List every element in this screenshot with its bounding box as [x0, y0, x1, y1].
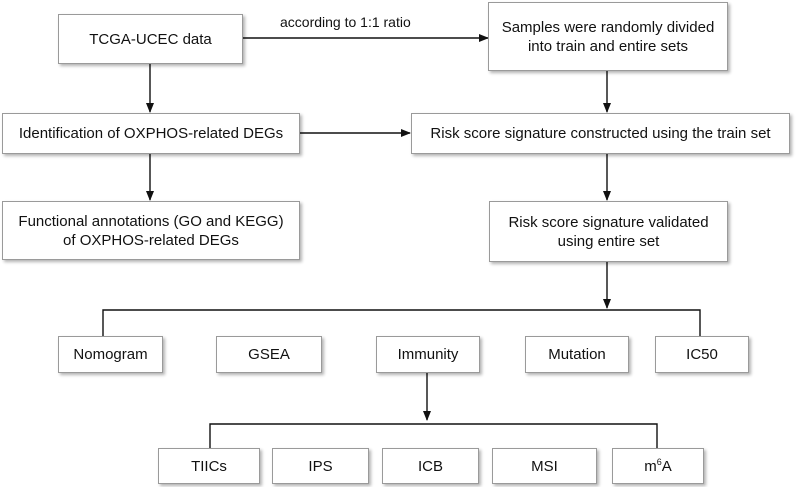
node-label: Nomogram: [73, 346, 148, 363]
node-msi: MSI: [492, 448, 597, 484]
node-label: GSEA: [248, 346, 290, 363]
node-identification-degs: Identification of OXPHOS-related DEGs: [2, 113, 300, 154]
node-label: m6A: [644, 457, 672, 476]
node-nomogram: Nomogram: [58, 336, 163, 373]
node-label: ICB: [417, 457, 443, 475]
m6a-prefix: m: [644, 457, 657, 475]
node-ic50: IC50: [655, 336, 749, 373]
edge-label-ratio: according to 1:1 ratio: [280, 14, 411, 30]
node-mutation: Mutation: [525, 336, 629, 373]
node-label: Immunity: [397, 346, 459, 363]
m6a-superscript: 6: [656, 456, 662, 467]
node-icb: ICB: [382, 448, 479, 484]
node-tiics: TIICs: [158, 448, 260, 484]
node-gsea: GSEA: [216, 336, 322, 373]
bracket-immunity-sub: [209, 423, 658, 448]
node-ips: IPS: [272, 448, 369, 484]
node-label: MSI: [531, 457, 558, 475]
node-label: Identification of OXPHOS-related DEGs: [18, 125, 284, 142]
bracket-analyses: [102, 309, 701, 336]
node-label: IC50: [686, 346, 718, 363]
node-label-line2: using entire set: [557, 232, 660, 250]
node-label: Mutation: [548, 346, 606, 363]
node-label-line2: of OXPHOS-related DEGs: [63, 231, 239, 249]
node-m6a: m6A: [612, 448, 704, 484]
node-label-line2: into train and entire sets: [527, 37, 689, 55]
m6a-suffix: A: [661, 457, 672, 475]
node-label: TIICs: [191, 457, 227, 475]
node-functional-annotations: Functional annotations (GO and KEGG)of O…: [2, 201, 300, 260]
node-label: Risk score signature constructed using t…: [430, 125, 771, 142]
node-immunity: Immunity: [376, 336, 480, 373]
node-tcga-ucec-data: TCGA-UCEC data: [58, 14, 243, 64]
node-label: TCGA-UCEC data: [89, 30, 212, 48]
node-risk-score-train: Risk score signature constructed using t…: [411, 113, 790, 154]
node-label-line1: Functional annotations (GO and KEGG): [18, 212, 284, 230]
node-label-line1: Samples were randomly divided: [501, 18, 715, 36]
node-label: IPS: [308, 457, 333, 475]
node-label-line1: Risk score signature validated: [508, 213, 709, 231]
